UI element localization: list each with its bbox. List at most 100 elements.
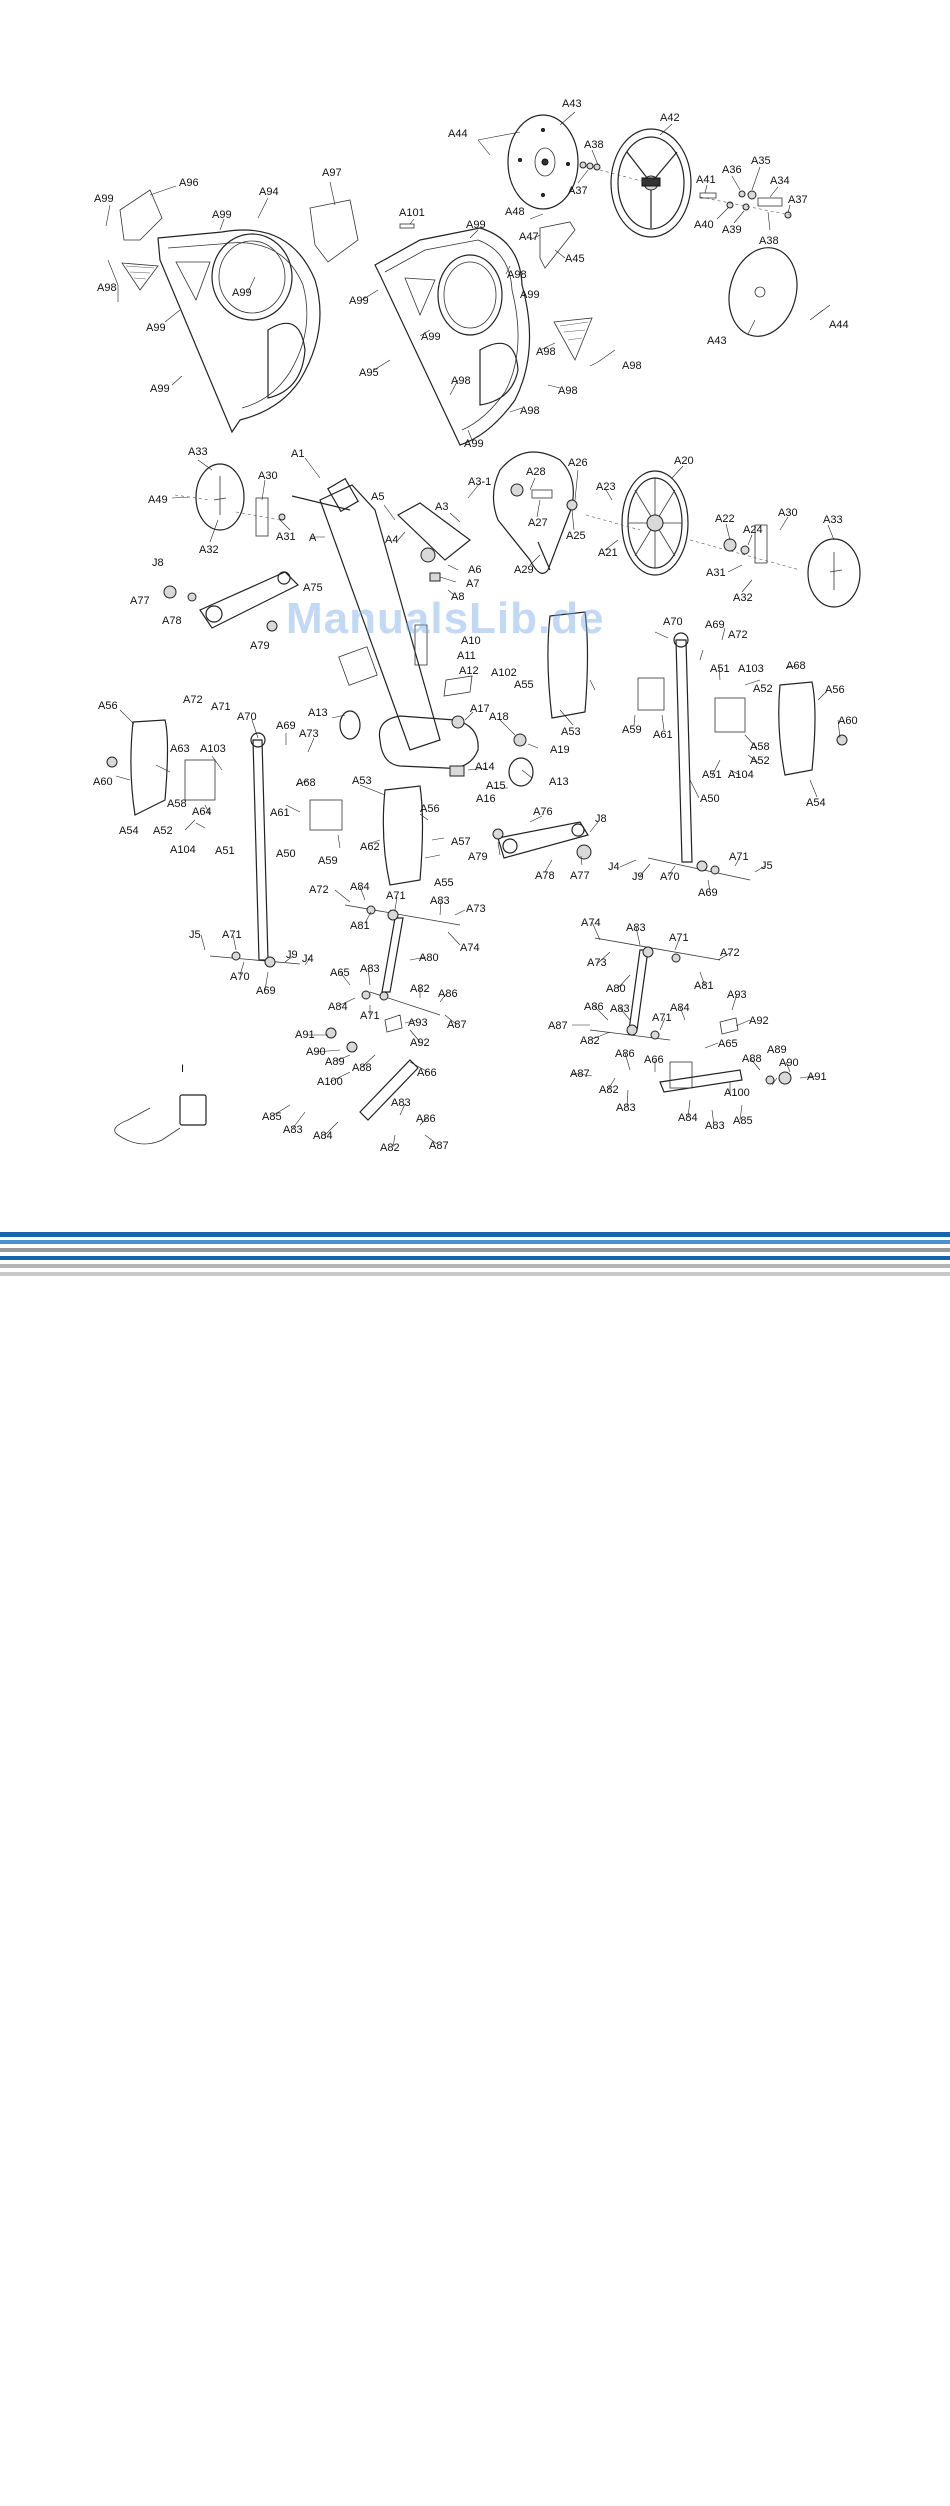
part-label-a54b: A54 <box>119 825 139 837</box>
part-label-a99f: A99 <box>146 322 166 334</box>
part-label-a55a: A55 <box>514 679 534 691</box>
footer-stripe-gray-2 <box>0 1264 950 1268</box>
part-label-a68b: A68 <box>296 777 316 789</box>
part-label-a20: A20 <box>674 455 694 467</box>
part-label-a84b: A84 <box>328 1001 348 1013</box>
handle-posts <box>209 632 751 968</box>
part-label-a83f: A83 <box>610 1003 630 1015</box>
part-label-a98f: A98 <box>558 385 578 397</box>
part-label-a52a: A52 <box>753 683 773 695</box>
part-label-a99d: A99 <box>520 289 540 301</box>
part-label-a99h: A99 <box>421 331 441 343</box>
part-label-a61b: A61 <box>270 807 290 819</box>
part-label-a104b: A104 <box>170 844 196 856</box>
part-label-a65a: A65 <box>330 967 350 979</box>
part-label-a103b: A103 <box>200 743 226 755</box>
part-label-a27: A27 <box>528 517 548 529</box>
part-label-a44b: A44 <box>829 319 849 331</box>
part-label-a98a: A98 <box>507 269 527 281</box>
part-label-a98b: A98 <box>97 282 117 294</box>
part-label-a40: A40 <box>694 219 714 231</box>
part-label-a: A <box>309 532 317 544</box>
part-label-a80a: A80 <box>419 952 439 964</box>
part-label-j5b: J5 <box>189 929 201 941</box>
part-label-a42: A42 <box>660 112 680 124</box>
part-label-j4a: J4 <box>608 861 620 873</box>
part-label-j8a: J8 <box>152 557 164 569</box>
part-label-a41: A41 <box>696 174 716 186</box>
part-label-a11: A11 <box>457 650 476 662</box>
part-label-a93b: A93 <box>727 989 747 1001</box>
left-shroud <box>119 189 321 434</box>
page-number-oval <box>792 2458 888 2506</box>
leader-lines-shrouds <box>105 181 616 441</box>
part-label-a83e: A83 <box>626 922 646 934</box>
part-label-a79b: A79 <box>468 851 488 863</box>
part-label-a68a: A68 <box>786 660 806 672</box>
part-label-a18: A18 <box>489 711 509 723</box>
part-label-a36: A36 <box>722 164 742 176</box>
part-label-a70a: A70 <box>663 616 683 628</box>
part-label-a10: A10 <box>461 635 481 647</box>
part-label-a35: A35 <box>751 155 771 167</box>
lower-linkages <box>325 904 792 1121</box>
part-label-a51c: A51 <box>215 845 235 857</box>
part-label-a81b: A81 <box>694 980 714 992</box>
part-label-a84e: A84 <box>678 1112 698 1124</box>
disc-cover-right <box>728 247 798 337</box>
part-label-a17: A17 <box>470 703 490 715</box>
part-label-a52c: A52 <box>153 825 173 837</box>
part-label-a81a: A81 <box>350 920 370 932</box>
part-label-a4: A4 <box>385 534 398 546</box>
part-label-a22: A22 <box>715 513 735 525</box>
part-label-a45: A45 <box>565 253 585 265</box>
leader-lines-lower <box>115 627 841 892</box>
part-label-a71b: A71 <box>729 851 749 863</box>
part-label-a72d: A72 <box>720 947 740 959</box>
part-label-a77a: A77 <box>130 595 150 607</box>
part-label-a98c: A98 <box>536 346 556 358</box>
part-label-a72b: A72 <box>183 694 203 706</box>
left-disc-assembly <box>195 463 286 537</box>
part-label-a66b: A66 <box>644 1054 664 1066</box>
part-label-a12: A12 <box>459 665 479 677</box>
footer-stripe-gray-1 <box>0 1248 950 1252</box>
part-label-a92a: A92 <box>410 1037 430 1049</box>
part-label-a99a: A99 <box>94 193 114 205</box>
leader-lines-bottom <box>200 886 816 1148</box>
brake-disc-top <box>507 114 579 210</box>
part-label-a100a: A100 <box>317 1076 343 1088</box>
part-label-a99j: A99 <box>464 438 484 450</box>
part-label-a77b: A77 <box>570 870 590 882</box>
part-label-a38b: A38 <box>759 235 779 247</box>
part-label-a56a: A56 <box>825 684 845 696</box>
part-label-a92b: A92 <box>749 1015 769 1027</box>
part-label-a32a: A32 <box>199 544 219 556</box>
part-label-a49: A49 <box>148 494 168 506</box>
part-label-a16: A16 <box>476 793 496 805</box>
part-label-a98g: A98 <box>520 405 540 417</box>
part-label-a87a: A87 <box>447 1019 467 1031</box>
part-label-a101: A101 <box>399 207 425 219</box>
part-label-a63: A63 <box>170 743 190 755</box>
pedal-arm-left <box>163 571 300 632</box>
part-label-a69c: A69 <box>698 887 718 899</box>
part-label-a73b: A73 <box>466 903 486 915</box>
part-label-a84d: A84 <box>670 1002 690 1014</box>
part-label-a38a: A38 <box>584 139 604 151</box>
part-label-a51a: A51 <box>710 663 730 675</box>
part-label-a79a: A79 <box>250 640 270 652</box>
part-label-a87d: A87 <box>570 1068 590 1080</box>
right-shroud <box>309 199 593 446</box>
part-label-a71d: A71 <box>222 929 242 941</box>
console-covers <box>106 611 848 886</box>
flywheel-middle <box>621 470 689 576</box>
part-label-a96: A96 <box>179 177 199 189</box>
exploded-parts-diagram: A43A44A38A37A42A41A36A35A34A37A40A39A38A… <box>93 98 861 1154</box>
part-label-a86a: A86 <box>438 988 458 1000</box>
part-label-a90a: A90 <box>306 1046 326 1058</box>
part-label-a26: A26 <box>568 457 588 469</box>
part-label-a100b: A100 <box>724 1087 750 1099</box>
part-label-a21: A21 <box>598 547 618 559</box>
